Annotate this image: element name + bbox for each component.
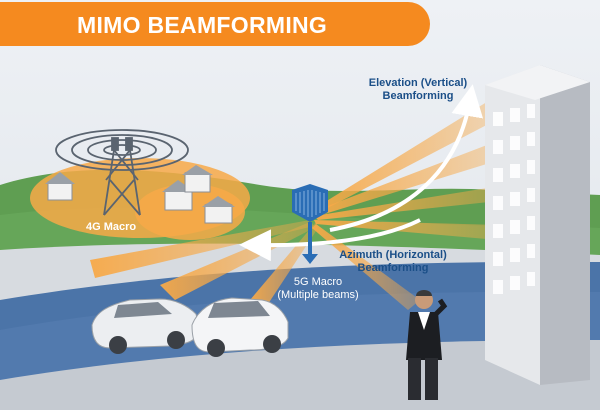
building-icon <box>485 65 590 385</box>
label-azimuth-line2: Beamforming <box>357 262 429 274</box>
azimuth-arrow-icon <box>239 218 421 262</box>
house-icon <box>45 165 235 224</box>
label-elevation-beamforming: Elevation (Vertical) Beamforming <box>358 77 478 103</box>
4g-tower-icon <box>55 129 189 216</box>
title-banner: MIMO BEAMFORMING <box>0 2 430 46</box>
label-elevation-line2: Beamforming <box>382 90 454 102</box>
person-icon <box>406 290 448 400</box>
label-elevation-line1: Elevation (Vertical) <box>368 77 468 89</box>
label-azimuth-beamforming: Azimuth (Horizontal) Beamforming <box>332 249 454 275</box>
label-5g-macro: 5G Macro (Multiple beams) <box>262 276 374 302</box>
label-5g-macro-line1: 5G Macro <box>293 276 343 288</box>
label-4g-macro: 4G Macro <box>86 221 137 233</box>
label-5g-macro-line2: (Multiple beams) <box>277 289 359 301</box>
page-title: MIMO BEAMFORMING <box>77 12 328 38</box>
elevation-arrow-icon <box>329 84 484 232</box>
car-icon <box>91 297 289 357</box>
label-azimuth-line1: Azimuth (Horizontal) <box>339 249 447 261</box>
5g-antenna-icon <box>292 184 328 264</box>
